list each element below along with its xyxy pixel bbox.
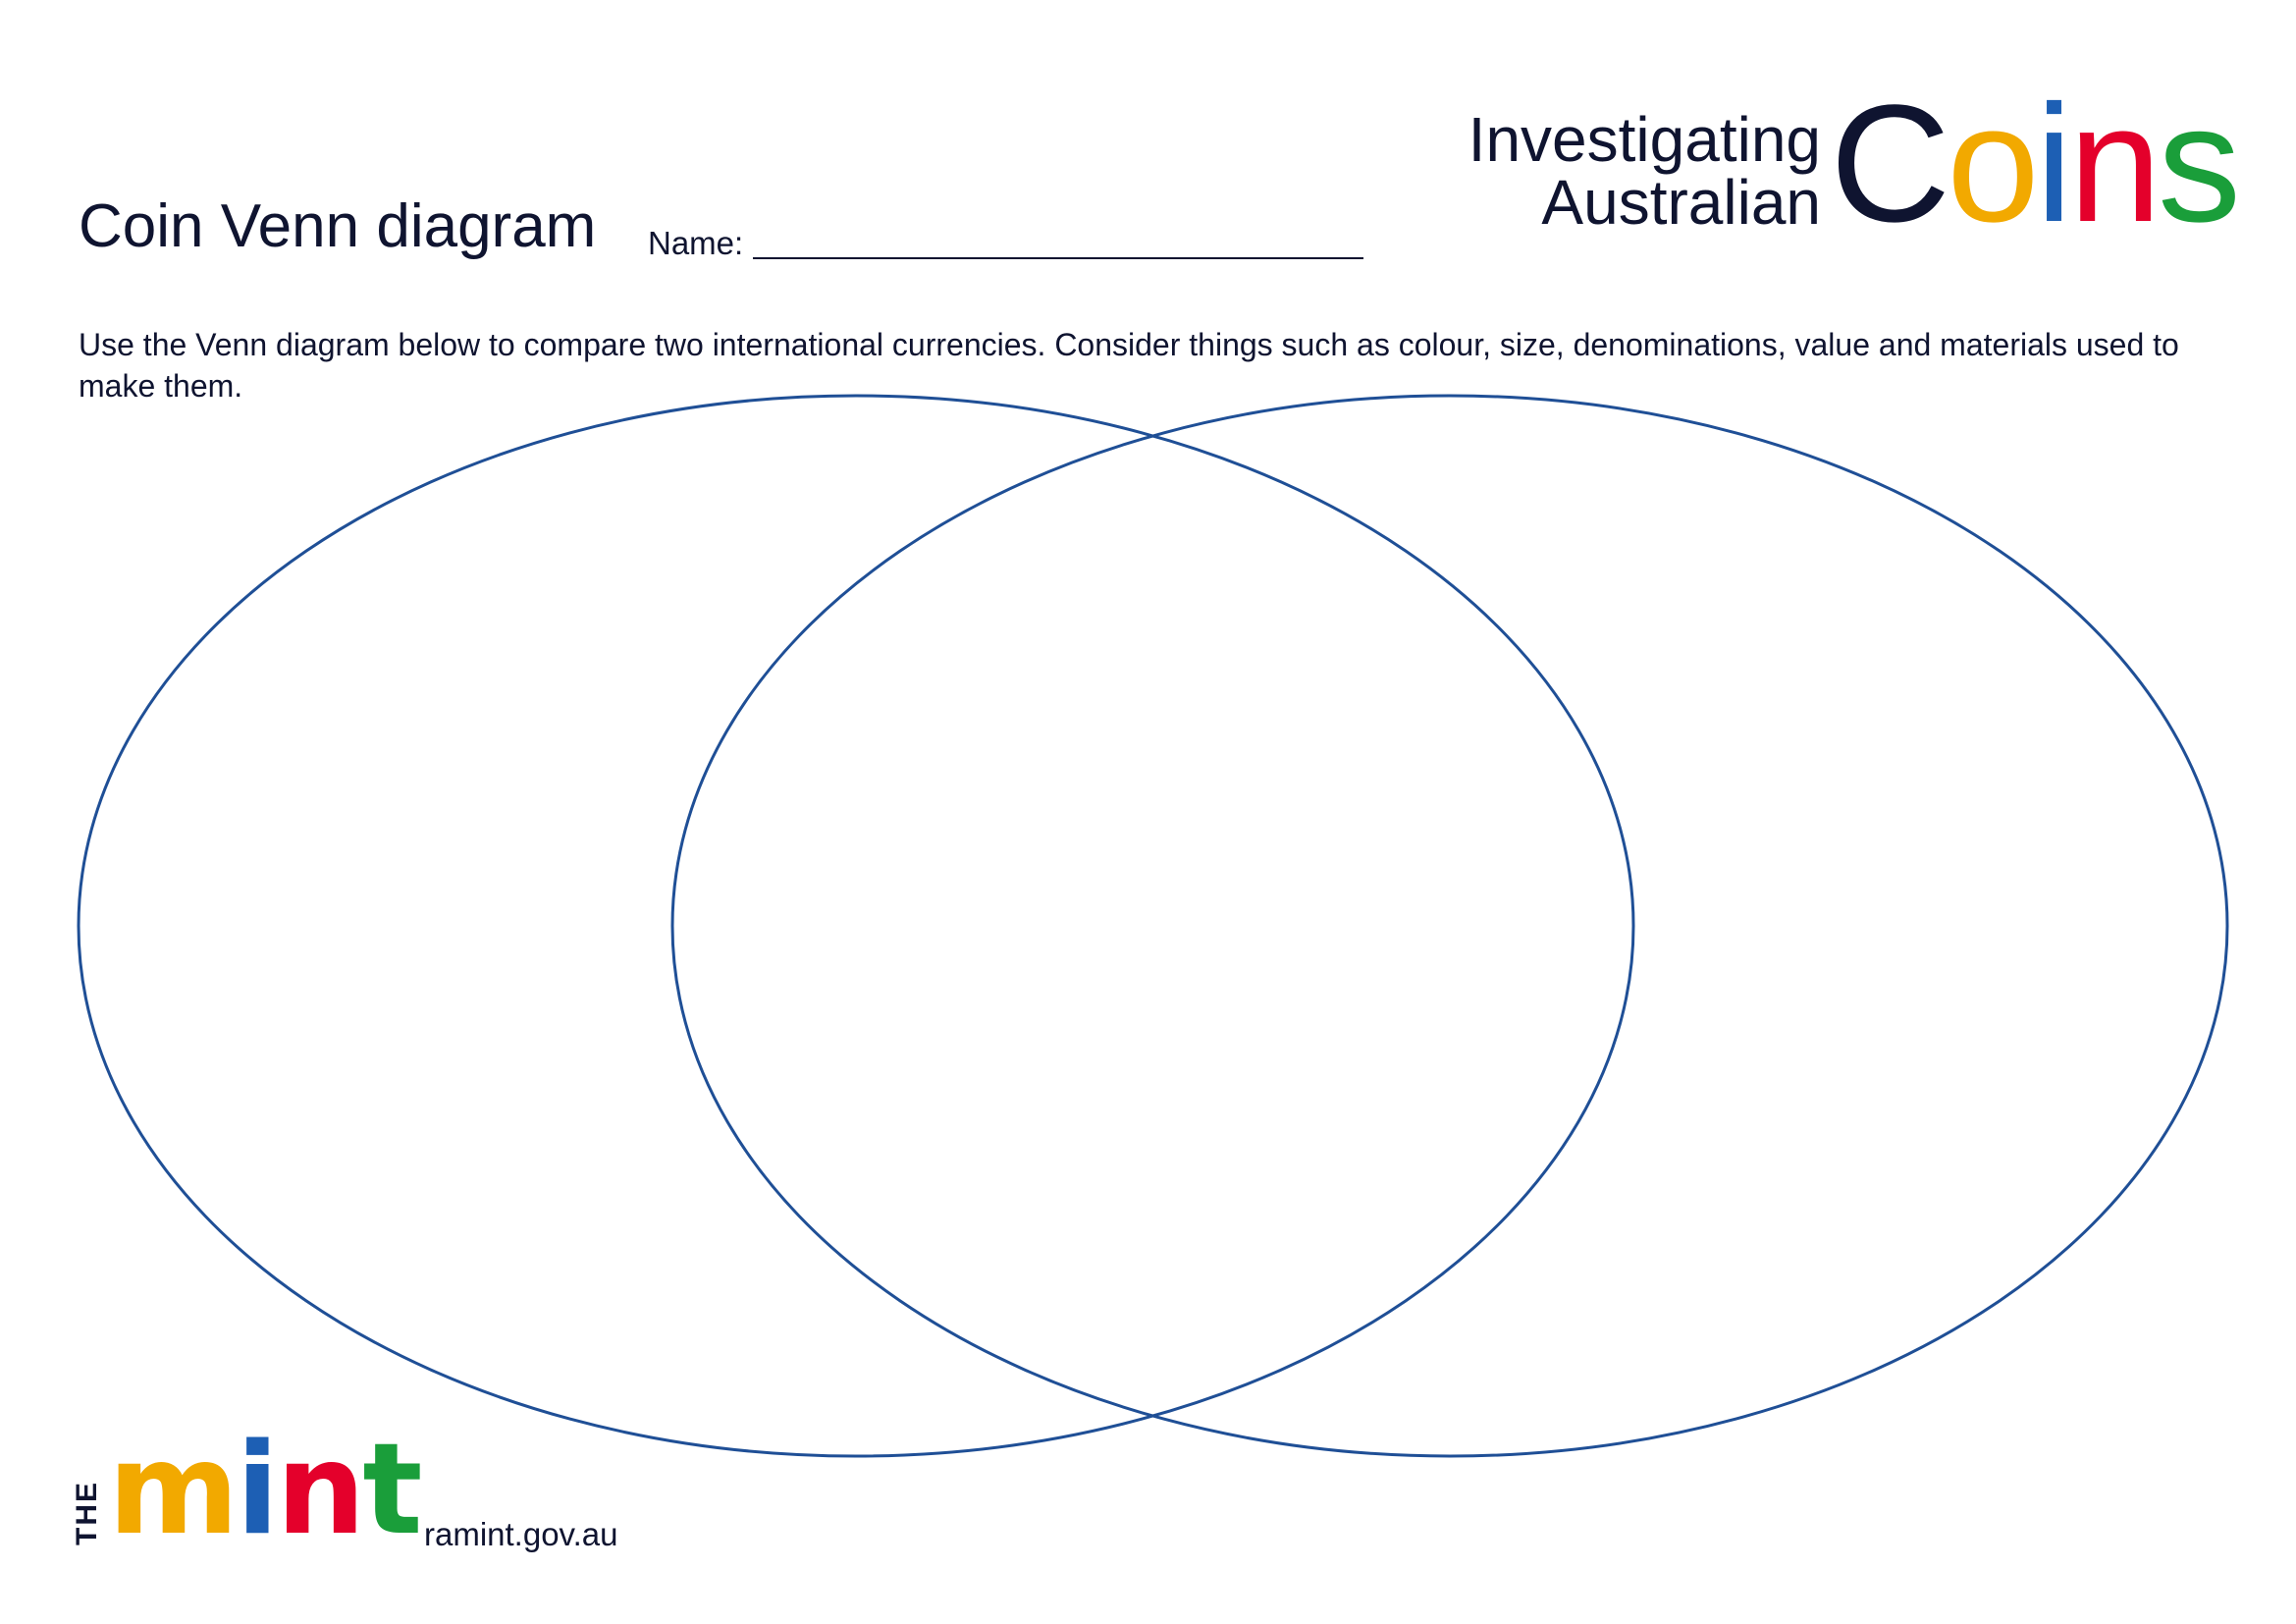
instructions-text: Use the Venn diagram below to compare tw… [79,327,2179,404]
venn-circle-left[interactable] [77,394,1635,1458]
investigating-coins-logo: Investigating Australian Coins [1452,81,2241,255]
mint-letter-t: t [362,1417,422,1563]
coins-letter-s: s [2158,71,2241,257]
the-mint-logo: THE mint [71,1428,423,1553]
coins-letter-i: i [2035,71,2073,257]
brand-coins-word: Coins [1830,81,2241,247]
logo-the-text: THE [71,1481,103,1545]
coins-letter-c: C [1830,71,1950,257]
coins-letter-o: o [1947,71,2040,257]
coins-letter-n: n [2068,71,2162,257]
brand-line-2: Australian [1541,167,1821,238]
website-url: ramint.gov.au [424,1516,618,1552]
brand-line-1: Investigating [1468,104,1821,175]
logo-mint-word: mint [108,1428,423,1553]
mint-letter-m: m [108,1417,239,1563]
name-write-line[interactable] [753,218,1364,259]
page-title: Coin Venn diagram [79,192,597,260]
mint-letter-i: i [236,1417,279,1563]
mint-letter-n: n [276,1417,365,1563]
name-field[interactable]: Name: [648,218,1364,261]
brand-wordmark: Investigating Australian [1468,98,1821,234]
venn-circle-right[interactable] [670,394,2229,1458]
name-label: Name: [648,225,744,261]
